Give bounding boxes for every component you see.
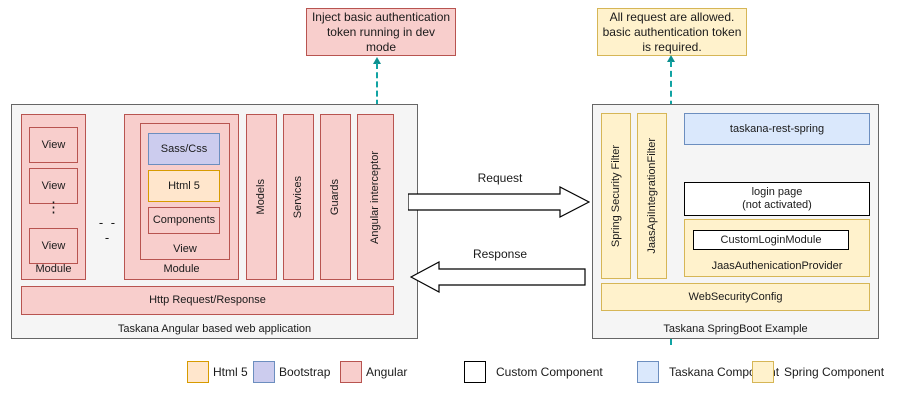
spring-security-filter-label: Spring Security Filter [609,144,622,248]
module-b-item-sass-css-label: Sass/Css [160,142,208,155]
module-b-item-components: Components [148,207,220,234]
jaas-api-integration-filter: JaasApiIntegrationFilter [637,113,667,279]
module-a-view-1-label: View [41,138,66,151]
modules-ellipsis-text: - - - [98,215,118,245]
column-services: Services [283,114,314,280]
taskana-rest-spring-label: taskana-rest-spring [729,122,825,135]
response-arrow [410,261,586,293]
legend-label-bootstrap-text: Bootstrap [279,365,331,379]
column-angular-interceptor-label: Angular interceptor [369,150,382,244]
modules-ellipsis: - - - [95,215,121,245]
legend-swatch-html5 [187,361,209,383]
legend-label-angular: Angular [366,361,407,383]
legend-swatch-custom-component [464,361,486,383]
response-arrow-label-text: Response [472,247,528,261]
column-guards-label: Guards [329,178,342,216]
login-page: login page (not activated) [684,182,870,216]
connector-arrowhead-right [667,55,675,62]
legend-label-custom-component: Custom Component [496,361,603,383]
module-b-label: Module [163,263,200,276]
legend-swatch-spring-component [752,361,774,383]
request-arrow [408,186,590,218]
module-a-vertical-ellipsis: ⋮ [29,200,78,215]
legend-label-taskana-component-text: Taskana Component [669,365,780,379]
spring-security-filter: Spring Security Filter [601,113,631,279]
custom-login-module: CustomLoginModule [693,230,849,250]
legend-label-custom-component-text: Custom Component [496,365,603,379]
module-a-view-2: View [29,168,78,204]
connector-line-left [376,63,378,115]
jaas-authenication-provider-label: JaasAuthenicationProvider [711,260,843,273]
note-all-requests-allowed-text: All request are allowed. basic authentic… [602,9,742,54]
jaas-api-integration-filter-label: JaasApiIntegrationFilter [645,138,658,254]
web-security-config: WebSecurityConfig [601,283,870,311]
connector-arrowhead-left [373,57,381,64]
response-arrow-label: Response [440,247,560,261]
legend-label-taskana-component: Taskana Component [669,361,779,383]
http-request-response-bar-label: Http Request/Response [149,294,266,307]
module-b-item-sass-css: Sass/Css [148,133,220,165]
http-request-response-bar: Http Request/Response [21,286,394,315]
module-a-vertical-ellipsis-text: ⋮ [46,199,61,216]
module-a-view-2-label: View [41,179,66,192]
module-a-view-3-label: View [41,239,66,252]
module-a-label: Module [35,263,72,276]
legend-label-html5-text: Html 5 [213,365,248,379]
legend-label-html5: Html 5 [213,361,248,383]
module-b-item-components-label: Components [152,214,216,227]
request-arrow-label-text: Request [477,171,523,185]
legend-label-bootstrap: Bootstrap [279,361,330,383]
module-b-item-html5: Html 5 [148,170,220,202]
note-inject-token: Inject basic authentication token runnin… [306,8,456,56]
column-angular-interceptor: Angular interceptor [357,114,394,280]
legend-label-spring-component-text: Spring Component [784,365,885,379]
column-services-label: Services [292,175,305,219]
legend-swatch-angular [340,361,362,383]
column-guards: Guards [320,114,351,280]
legend-swatch-taskana-component [637,361,659,383]
note-inject-token-text: Inject basic authentication token runnin… [311,9,451,54]
web-security-config-label: WebSecurityConfig [688,290,783,303]
left-panel-caption: Taskana Angular based web application [11,320,418,338]
login-page-label: login page [751,186,803,199]
left-panel-caption-text: Taskana Angular based web application [117,322,312,335]
request-arrow-label: Request [440,171,560,185]
right-panel-caption: Taskana SpringBoot Example [592,320,879,338]
custom-login-module-label: CustomLoginModule [720,233,822,246]
login-page-status: (not activated) [742,199,812,211]
column-models: Models [246,114,277,280]
module-b-view-label: View [173,243,197,256]
legend-label-spring-component: Spring Component [784,361,884,383]
taskana-rest-spring: taskana-rest-spring [684,113,870,145]
right-panel-caption-text: Taskana SpringBoot Example [663,322,808,335]
note-all-requests-allowed: All request are allowed. basic authentic… [597,8,747,56]
module-b-item-html5-label: Html 5 [168,179,200,192]
module-a-view-3: View [29,228,78,264]
column-models-label: Models [255,179,268,215]
legend-label-angular-text: Angular [366,365,408,379]
legend-swatch-bootstrap [253,361,275,383]
module-a-view-1: View [29,127,78,163]
